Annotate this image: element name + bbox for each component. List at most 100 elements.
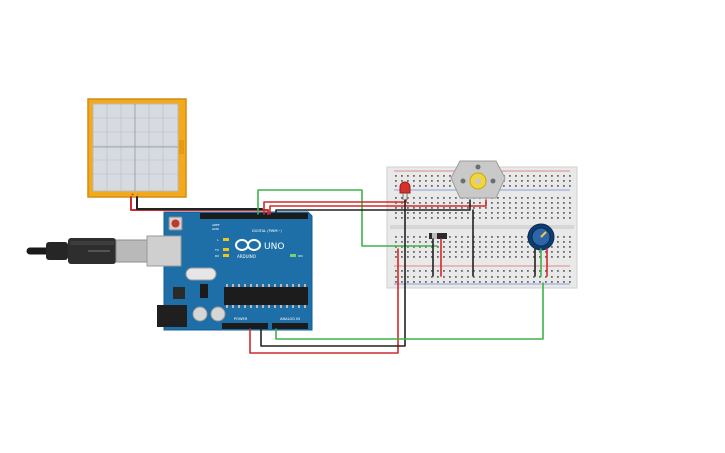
breadboard-hole[interactable] (413, 217, 415, 219)
breadboard-hole[interactable] (419, 281, 421, 283)
breadboard-hole[interactable] (455, 251, 457, 253)
breadboard-hole[interactable] (563, 217, 565, 219)
breadboard-hole[interactable] (437, 256, 439, 258)
breadboard-hole[interactable] (545, 202, 547, 204)
breadboard-hole[interactable] (443, 175, 445, 177)
breadboard-hole[interactable] (503, 241, 505, 243)
breadboard-hole[interactable] (401, 241, 403, 243)
breadboard-hole[interactable] (449, 207, 451, 209)
breadboard-hole[interactable] (563, 207, 565, 209)
breadboard-hole[interactable] (557, 212, 559, 214)
breadboard-hole[interactable] (431, 185, 433, 187)
breadboard-hole[interactable] (449, 281, 451, 283)
breadboard-hole[interactable] (467, 251, 469, 253)
breadboard-hole[interactable] (515, 276, 517, 278)
breadboard-hole[interactable] (551, 180, 553, 182)
breadboard-hole[interactable] (419, 207, 421, 209)
breadboard-hole[interactable] (449, 180, 451, 182)
slide-switch[interactable] (429, 233, 447, 239)
breadboard-hole[interactable] (437, 185, 439, 187)
breadboard-hole[interactable] (539, 251, 541, 253)
breadboard-hole[interactable] (527, 202, 529, 204)
breadboard-hole[interactable] (419, 197, 421, 199)
breadboard-hole[interactable] (425, 175, 427, 177)
breadboard-hole[interactable] (545, 270, 547, 272)
breadboard-hole[interactable] (443, 270, 445, 272)
breadboard-hole[interactable] (527, 246, 529, 248)
breadboard-hole[interactable] (419, 236, 421, 238)
breadboard-hole[interactable] (407, 197, 409, 199)
breadboard-hole[interactable] (485, 270, 487, 272)
breadboard-hole[interactable] (467, 212, 469, 214)
breadboard-hole[interactable] (437, 175, 439, 177)
breadboard-hole[interactable] (551, 207, 553, 209)
breadboard-hole[interactable] (557, 281, 559, 283)
breadboard-hole[interactable] (461, 217, 463, 219)
breadboard-hole[interactable] (557, 270, 559, 272)
breadboard-hole[interactable] (533, 207, 535, 209)
breadboard-hole[interactable] (485, 246, 487, 248)
breadboard-hole[interactable] (467, 217, 469, 219)
breadboard-hole[interactable] (527, 251, 529, 253)
breadboard-hole[interactable] (455, 202, 457, 204)
breadboard-hole[interactable] (509, 202, 511, 204)
breadboard-hole[interactable] (455, 207, 457, 209)
breadboard-hole[interactable] (563, 246, 565, 248)
breadboard-hole[interactable] (569, 197, 571, 199)
breadboard-hole[interactable] (419, 185, 421, 187)
breadboard-hole[interactable] (497, 207, 499, 209)
breadboard-hole[interactable] (521, 241, 523, 243)
breadboard-hole[interactable] (521, 180, 523, 182)
breadboard-hole[interactable] (437, 202, 439, 204)
breadboard-hole[interactable] (521, 197, 523, 199)
breadboard-hole[interactable] (455, 236, 457, 238)
breadboard-hole[interactable] (491, 276, 493, 278)
breadboard-hole[interactable] (479, 236, 481, 238)
breadboard-hole[interactable] (527, 185, 529, 187)
breadboard-hole[interactable] (485, 236, 487, 238)
breadboard-hole[interactable] (491, 217, 493, 219)
breadboard-hole[interactable] (401, 246, 403, 248)
breadboard-hole[interactable] (503, 202, 505, 204)
breadboard-hole[interactable] (419, 246, 421, 248)
breadboard-hole[interactable] (521, 185, 523, 187)
breadboard-hole[interactable] (425, 270, 427, 272)
breadboard-hole[interactable] (401, 197, 403, 199)
breadboard-hole[interactable] (557, 246, 559, 248)
wire-red-digital-2[interactable] (269, 199, 487, 215)
breadboard-hole[interactable] (449, 212, 451, 214)
breadboard-hole[interactable] (539, 212, 541, 214)
breadboard-hole[interactable] (443, 207, 445, 209)
breadboard-hole[interactable] (449, 276, 451, 278)
breadboard-hole[interactable] (479, 281, 481, 283)
breadboard-hole[interactable] (491, 270, 493, 272)
breadboard-hole[interactable] (533, 185, 535, 187)
breadboard-hole[interactable] (539, 207, 541, 209)
breadboard-hole[interactable] (395, 217, 397, 219)
breadboard-hole[interactable] (479, 256, 481, 258)
breadboard-hole[interactable] (479, 270, 481, 272)
breadboard-hole[interactable] (461, 251, 463, 253)
breadboard-hole[interactable] (449, 197, 451, 199)
breadboard-hole[interactable] (503, 281, 505, 283)
breadboard-hole[interactable] (479, 212, 481, 214)
breadboard-hole[interactable] (527, 217, 529, 219)
breadboard-hole[interactable] (509, 175, 511, 177)
breadboard-hole[interactable] (431, 281, 433, 283)
breadboard-hole[interactable] (413, 197, 415, 199)
breadboard-hole[interactable] (497, 212, 499, 214)
breadboard-hole[interactable] (425, 180, 427, 182)
breadboard-hole[interactable] (413, 202, 415, 204)
breadboard-hole[interactable] (545, 197, 547, 199)
breadboard-hole[interactable] (497, 236, 499, 238)
breadboard-hole[interactable] (515, 197, 517, 199)
breadboard-hole[interactable] (551, 256, 553, 258)
breadboard-hole[interactable] (509, 246, 511, 248)
breadboard-hole[interactable] (533, 270, 535, 272)
breadboard-hole[interactable] (515, 180, 517, 182)
breadboard-hole[interactable] (503, 197, 505, 199)
breadboard-hole[interactable] (491, 207, 493, 209)
breadboard-hole[interactable] (515, 251, 517, 253)
breadboard-hole[interactable] (473, 276, 475, 278)
breadboard-hole[interactable] (515, 246, 517, 248)
